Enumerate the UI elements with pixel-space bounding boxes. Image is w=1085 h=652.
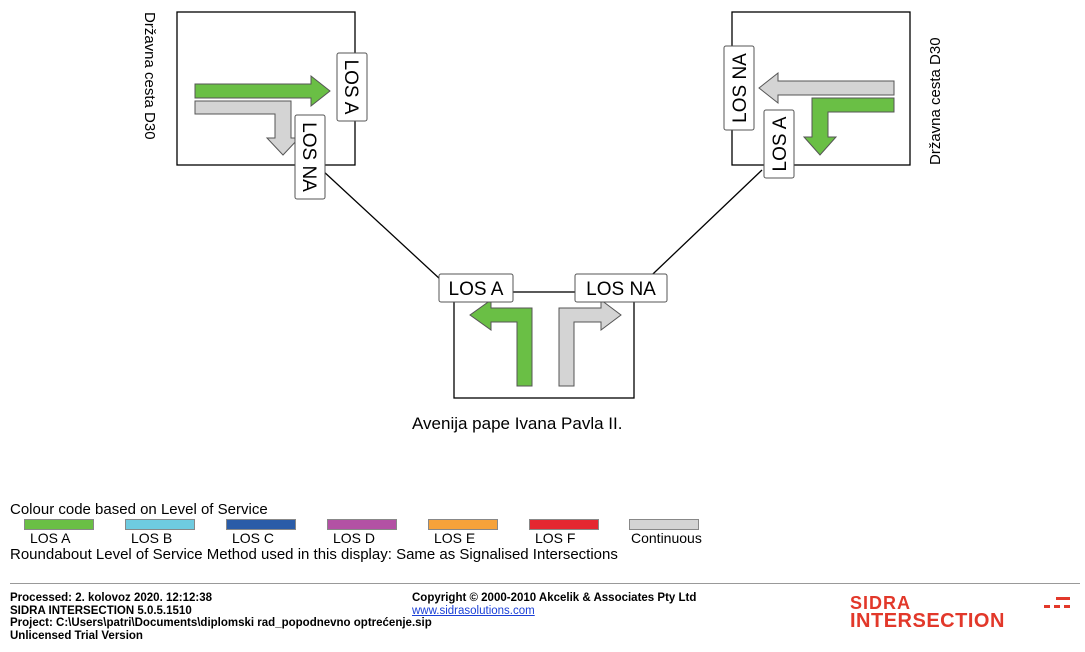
south-approach-box: [453, 291, 635, 399]
east-through-los-box: LOS NA: [723, 45, 755, 131]
footer-copyright: Copyright © 2000-2010 Akcelik & Associat…: [412, 592, 696, 617]
legend-item-los-e: LOS E: [428, 519, 498, 546]
legend-label: LOS E: [434, 530, 476, 546]
legend-label: LOS B: [131, 530, 173, 546]
copyright-text: Copyright © 2000-2010 Akcelik & Associat…: [412, 592, 697, 604]
legend-label: LOS C: [232, 530, 275, 546]
legend-swatch: [428, 519, 498, 530]
east-left-los-box: LOS A: [763, 109, 795, 179]
footer-info: Processed: 2. kolovoz 2020. 12:12:38 SID…: [10, 592, 432, 642]
logo-text-line1: SIDRA: [850, 593, 912, 613]
south-right-los-box: LOS NA: [574, 273, 668, 303]
south-left-los: LOS A: [449, 279, 504, 300]
east-left-los: LOS A: [770, 116, 791, 171]
west-through-los-box: LOS A: [336, 52, 368, 122]
east-through-los: LOS NA: [730, 53, 751, 123]
processed-timestamp: Processed: 2. kolovoz 2020. 12:12:38: [10, 592, 212, 604]
logo-mark-icon: [1044, 597, 1070, 608]
legend-title: Colour code based on Level of Service: [10, 501, 268, 518]
legend-item-los-d: LOS D: [327, 519, 397, 546]
legend-item-los-f: LOS F: [529, 519, 599, 546]
south-left-los-box: LOS A: [438, 273, 514, 303]
website-link[interactable]: www.sidrasolutions.com: [412, 604, 535, 617]
legend-swatch: [226, 519, 296, 530]
sidra-logo: SIDRA INTERSECTION: [850, 593, 1080, 633]
legend-swatch: [327, 519, 397, 530]
legend-label: LOS A: [30, 530, 71, 546]
east-left-arrow: [802, 97, 895, 156]
legend-label: LOS D: [333, 530, 376, 546]
west-right-los: LOS NA: [298, 122, 319, 192]
project-path: Project: C:\Users\patri\Documents\diplom…: [10, 617, 432, 629]
east-road-label: Državna cesta D30: [927, 37, 944, 165]
legend-item-los-c: LOS C: [226, 519, 296, 546]
legend-swatch: [125, 519, 195, 530]
software-version: SIDRA INTERSECTION 5.0.5.1510: [10, 604, 192, 617]
legend-item-los-a: LOS A: [24, 519, 94, 546]
south-right-arrow: [558, 299, 622, 387]
legend-item-continuous: Continuous: [629, 519, 719, 546]
south-left-arrow: [469, 299, 533, 387]
west-right-arrow: [194, 100, 301, 156]
footer-divider: [10, 583, 1080, 584]
legend-swatch: [24, 519, 94, 530]
south-right-los: LOS NA: [586, 279, 656, 300]
west-right-los-box: LOS NA: [294, 114, 326, 200]
intersection-diagram: LOS A LOS NA LOS NA LOS A LOS A LOS NA D…: [141, 11, 944, 399]
west-through-los: LOS A: [340, 60, 361, 115]
legend: LOS A LOS B LOS C LOS D LOS E LOS F Cont…: [10, 519, 790, 546]
legend-swatch: [529, 519, 599, 530]
west-road-label: Državna cesta D30: [141, 12, 158, 140]
legend-swatch: [629, 519, 699, 530]
logo-text-line2: INTERSECTION: [850, 610, 1005, 632]
south-road-label: Avenija pape Ivana Pavla II.: [412, 414, 623, 433]
legend-label: Continuous: [631, 530, 702, 546]
west-south-link: [321, 169, 455, 293]
east-south-link: [633, 169, 763, 293]
legend-note: Roundabout Level of Service Method used …: [10, 546, 618, 563]
east-through-arrow: [758, 71, 895, 105]
license-status: Unlicensed Trial Version: [10, 629, 143, 642]
west-through-arrow: [194, 74, 331, 108]
legend-label: LOS F: [535, 530, 576, 546]
legend-item-los-b: LOS B: [125, 519, 195, 546]
